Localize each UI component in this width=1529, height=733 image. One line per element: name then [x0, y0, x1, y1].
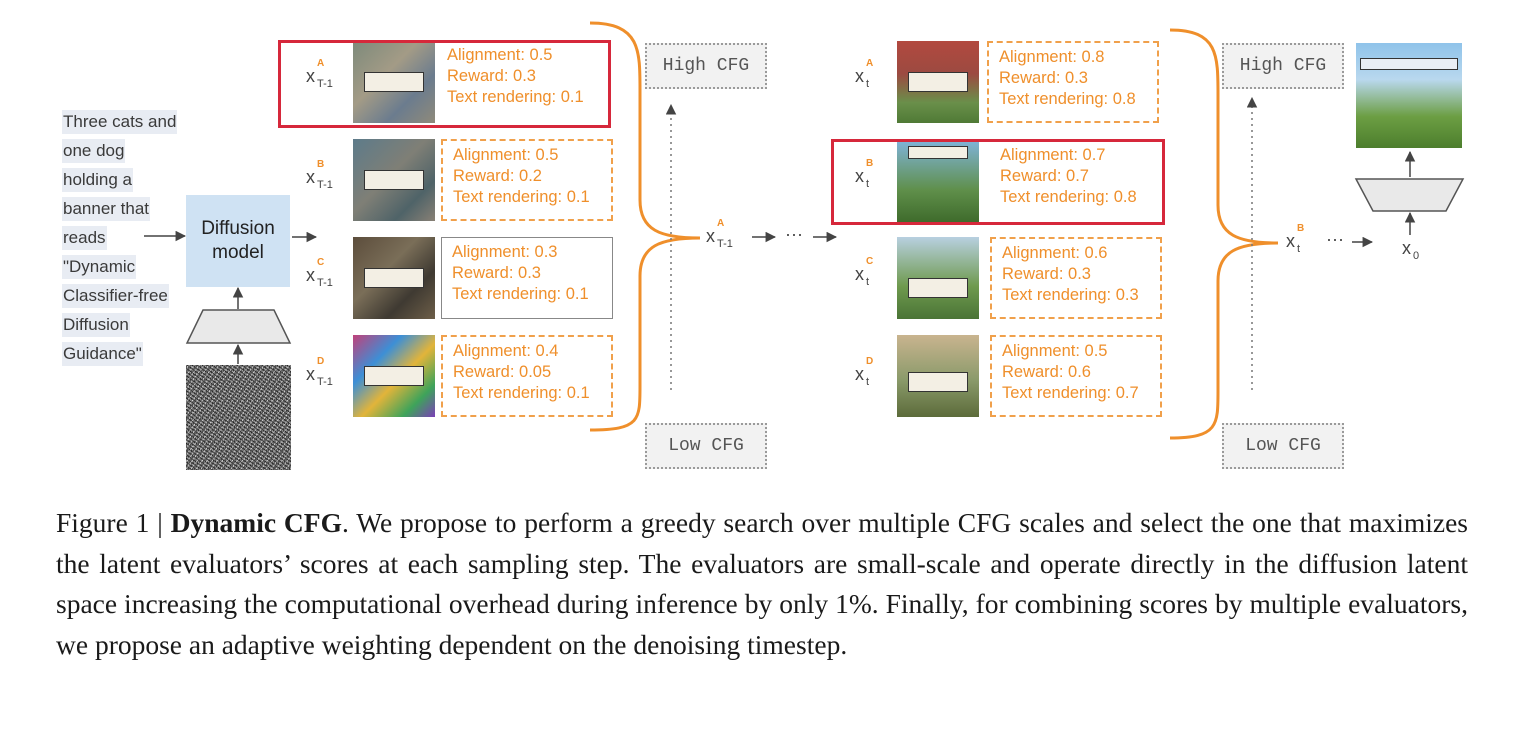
alignment-score: Alignment: 0.3: [452, 242, 612, 263]
high-cfg-label-2: High CFG: [1222, 43, 1344, 89]
prompt-line: holding a: [62, 168, 133, 192]
ellipsis-2: ···: [1326, 229, 1344, 250]
figure-caption: Figure 1 | Dynamic CFG. We propose to pe…: [56, 503, 1468, 665]
caption-prefix: Figure 1 |: [56, 507, 171, 538]
noise-image: [186, 365, 291, 470]
model-label-line2: model: [201, 241, 275, 265]
candidate-image-d-step2: [897, 335, 979, 417]
prompt-line: Guidance": [62, 342, 143, 366]
reward-score: Reward: 0.6: [1002, 362, 1160, 383]
prompt-line: Three cats and: [62, 110, 177, 134]
text-rendering-score: Text rendering: 0.8: [999, 89, 1157, 110]
low-cfg-label-2: Low CFG: [1222, 423, 1344, 469]
score-box-b-step1: Alignment: 0.5 Reward: 0.2 Text renderin…: [441, 139, 613, 221]
prompt-line: Classifier-free: [62, 284, 169, 308]
text-rendering-score: Text rendering: 0.7: [1002, 383, 1160, 404]
prompt-line: reads: [62, 226, 107, 250]
score-box-c-step1: Alignment: 0.3 Reward: 0.3 Text renderin…: [441, 237, 613, 319]
score-box-d-step1: Alignment: 0.4 Reward: 0.05 Text renderi…: [441, 335, 613, 417]
text-rendering-score: Text rendering: 0.1: [452, 284, 612, 305]
candidate-image-c-step1: [353, 237, 435, 319]
final-image: [1356, 43, 1462, 148]
alignment-score: Alignment: 0.4: [453, 341, 611, 362]
alignment-score: Alignment: 0.8: [999, 47, 1157, 68]
score-box-a-step2: Alignment: 0.8 Reward: 0.3 Text renderin…: [987, 41, 1159, 123]
text-rendering-score: Text rendering: 0.3: [1002, 285, 1160, 306]
encoder-trapezoid: [187, 310, 290, 343]
candidate-image-d-step1: [353, 335, 435, 417]
reward-score: Reward: 0.3: [1002, 264, 1160, 285]
prompt-line: banner that: [62, 197, 150, 221]
score-box-d-step2: Alignment: 0.5 Reward: 0.6 Text renderin…: [990, 335, 1162, 417]
selected-highlight-step2: [831, 139, 1165, 225]
alignment-score: Alignment: 0.5: [1002, 341, 1160, 362]
candidate-image-b-step1: [353, 139, 435, 221]
alignment-score: Alignment: 0.5: [453, 145, 611, 166]
prompt-line: "Dynamic: [62, 255, 136, 279]
caption-title: Dynamic CFG: [171, 507, 342, 538]
score-box-c-step2: Alignment: 0.6 Reward: 0.3 Text renderin…: [990, 237, 1162, 319]
high-cfg-label-1: High CFG: [645, 43, 767, 89]
candidate-image-c-step2: [897, 237, 979, 319]
reward-score: Reward: 0.05: [453, 362, 611, 383]
brace-step2: [1170, 30, 1278, 438]
reward-score: Reward: 0.2: [453, 166, 611, 187]
text-rendering-score: Text rendering: 0.1: [453, 383, 611, 404]
reward-score: Reward: 0.3: [999, 68, 1157, 89]
ellipsis-1: ···: [785, 224, 803, 245]
reward-score: Reward: 0.3: [452, 263, 612, 284]
selected-highlight-step1: [278, 40, 611, 128]
figure-diagram: Three cats and one dog holding a banner …: [0, 0, 1529, 490]
alignment-score: Alignment: 0.6: [1002, 243, 1160, 264]
model-label-line1: Diffusion: [201, 217, 275, 241]
diffusion-model-box: Diffusion model: [186, 195, 290, 287]
candidate-image-a-step2: [897, 41, 979, 123]
low-cfg-label-1: Low CFG: [645, 423, 767, 469]
prompt-line: Diffusion: [62, 313, 130, 337]
text-rendering-score: Text rendering: 0.1: [453, 187, 611, 208]
prompt-line: one dog: [62, 139, 125, 163]
decoder-trapezoid: [1356, 179, 1463, 211]
